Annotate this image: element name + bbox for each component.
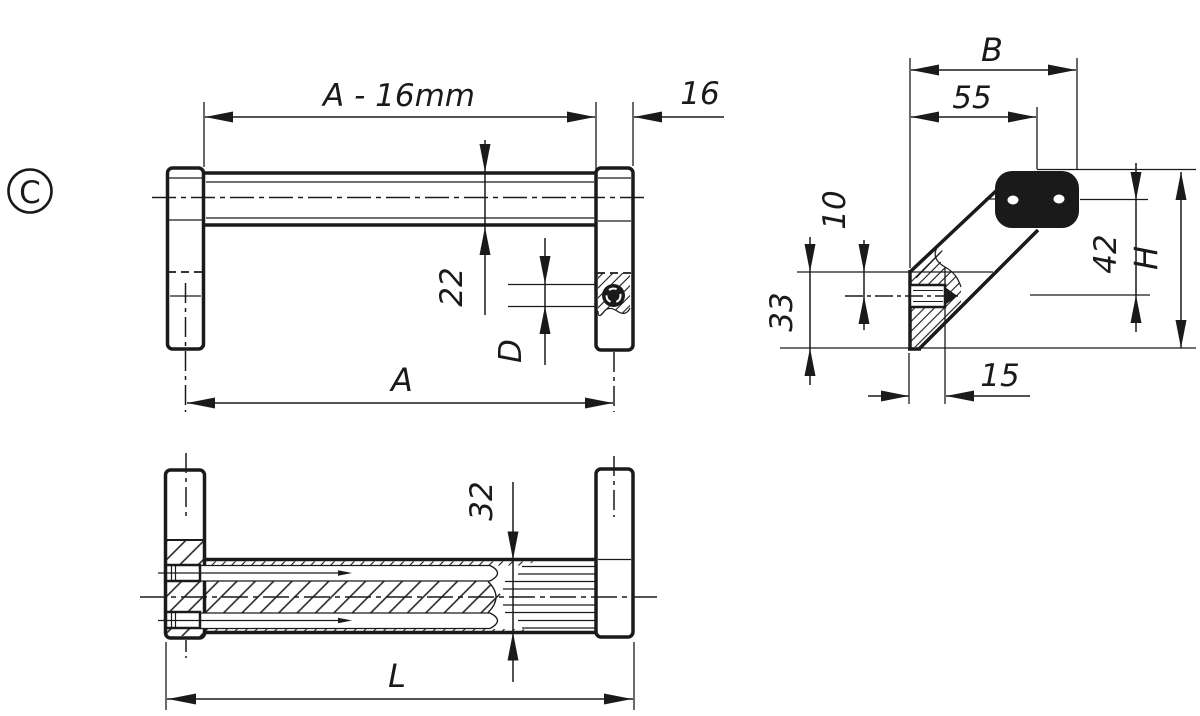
dim-hole-spacing-label: A	[389, 361, 413, 399]
dim-thread-depth-label: 15	[980, 358, 1019, 394]
dim-hole-offset-label: 10	[817, 190, 853, 229]
dim-base-height-label: 33	[764, 292, 800, 331]
dim-tube-height-label: 22	[434, 267, 470, 306]
front-right-leg	[594, 166, 635, 352]
front-view	[152, 102, 724, 412]
dim-tube-offset-label: 55	[952, 80, 991, 116]
dim-top-span-label: A - 16mm	[321, 78, 475, 114]
break-line	[597, 307, 631, 317]
view-label-circle	[7, 168, 53, 214]
view-label-text: C	[19, 175, 41, 211]
dim-overall-height-label: H	[1127, 246, 1165, 270]
dim-tube-width-label: 32	[464, 481, 500, 520]
dim-overall-length-label: L	[388, 657, 406, 695]
arm-outer-edge	[909, 188, 999, 273]
front-left-leg	[165, 166, 206, 351]
view-label-badge: C	[7, 168, 53, 214]
dim-depth-label: B	[981, 31, 1003, 69]
tube-cross-section	[995, 171, 1079, 228]
bottom-view	[140, 453, 657, 710]
dim-thread-dia-label: D	[493, 339, 529, 363]
arm-inner-edge	[917, 228, 1040, 351]
dim-end-width-label: 16	[680, 76, 719, 112]
side-view	[780, 58, 1196, 404]
thread-section-circle	[602, 284, 625, 307]
dim-axis-height-label: 42	[1088, 234, 1124, 273]
break-line	[934, 245, 962, 288]
